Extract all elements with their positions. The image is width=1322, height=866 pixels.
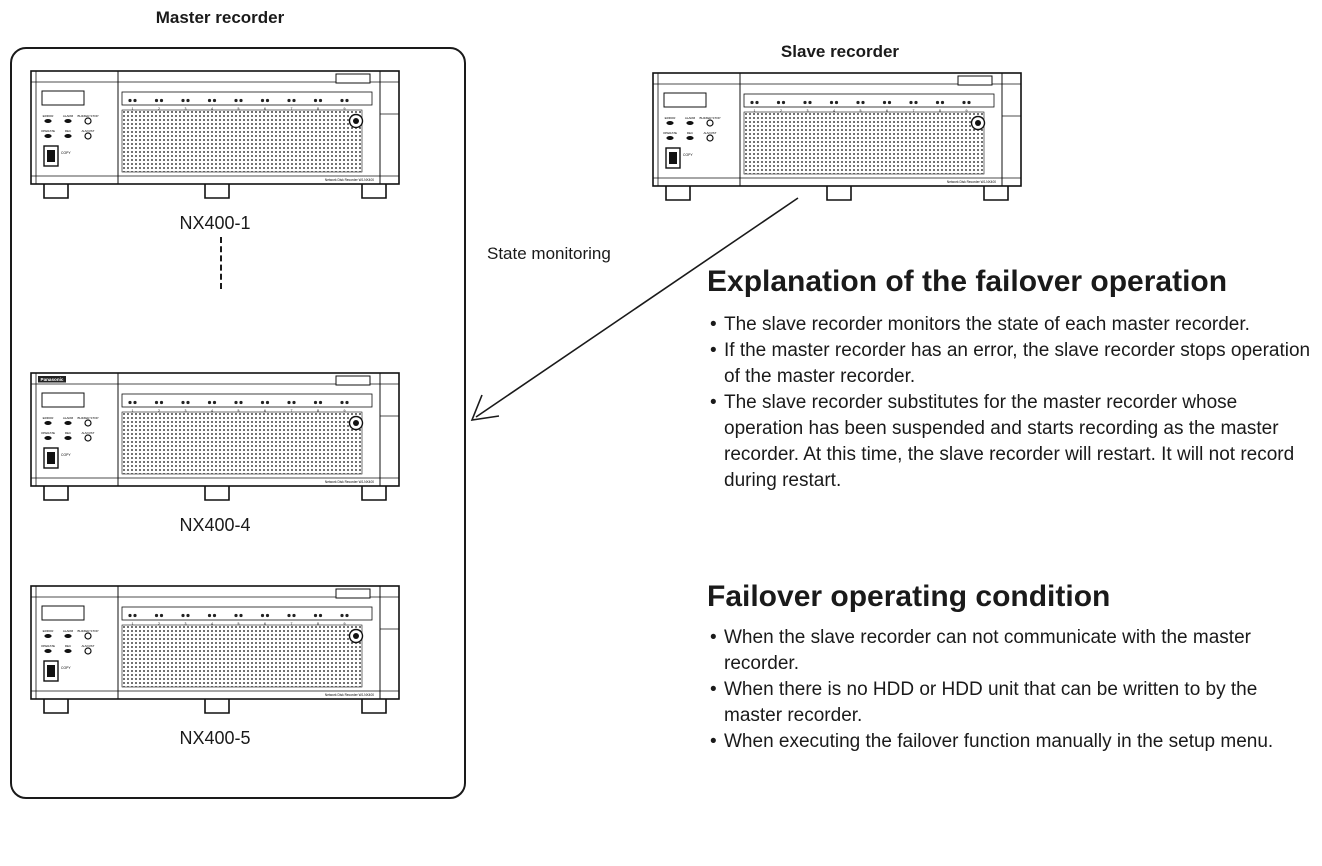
svg-text:4: 4 xyxy=(833,109,835,113)
svg-text:4: 4 xyxy=(211,107,213,111)
svg-text:ALARM: ALARM xyxy=(685,116,696,120)
recorder-nx400-5: 1 2 3 4 5 6 7 8 9 ERROR ALARM BUZZER STOP OPERATE RE… xyxy=(30,585,400,715)
svg-text:6: 6 xyxy=(264,409,266,413)
svg-text:4: 4 xyxy=(211,622,213,626)
svg-text:8: 8 xyxy=(317,107,319,111)
svg-text:BUZZER STOP: BUZZER STOP xyxy=(78,416,99,420)
explanation-bullet-1: The slave recorder monitors the state of… xyxy=(707,312,1319,338)
ellipsis-dashed-line xyxy=(220,237,222,289)
svg-text:ALARM: ALARM xyxy=(63,114,74,118)
svg-text:ALM RST: ALM RST xyxy=(81,644,94,648)
svg-text:8: 8 xyxy=(317,622,319,626)
svg-text:3: 3 xyxy=(185,107,187,111)
explanation-list: The slave recorder monitors the state of… xyxy=(707,312,1319,494)
svg-text:ALARM: ALARM xyxy=(63,629,74,633)
svg-text:3: 3 xyxy=(185,409,187,413)
svg-text:ERROR: ERROR xyxy=(43,629,55,633)
recorder-name-nx400-4: NX400-4 xyxy=(179,515,251,535)
svg-text:7: 7 xyxy=(291,622,293,626)
svg-text:9: 9 xyxy=(344,622,346,626)
svg-text:Network Disk Recorder WJ-NX400: Network Disk Recorder WJ-NX400 xyxy=(325,693,374,697)
svg-text:2: 2 xyxy=(158,107,160,111)
svg-text:6: 6 xyxy=(264,107,266,111)
svg-text:7: 7 xyxy=(913,109,915,113)
explanation-bullet-2: If the master recorder has an error, the… xyxy=(707,338,1319,390)
svg-text:6: 6 xyxy=(886,109,888,113)
recorder-name-nx400-1: NX400-1 xyxy=(179,213,251,233)
svg-text:4: 4 xyxy=(211,409,213,413)
svg-text:7: 7 xyxy=(291,409,293,413)
condition-heading: Failover operating condition xyxy=(707,580,1111,613)
svg-text:OPERATE: OPERATE xyxy=(41,129,55,133)
svg-text:REC: REC xyxy=(687,131,694,135)
svg-text:BUZZER STOP: BUZZER STOP xyxy=(700,116,721,120)
svg-text:OPERATE: OPERATE xyxy=(663,131,677,135)
svg-text:2: 2 xyxy=(780,109,782,113)
svg-text:Panasonic: Panasonic xyxy=(41,377,64,382)
condition-bullet-3: When executing the failover function man… xyxy=(707,729,1319,755)
svg-text:OPERATE: OPERATE xyxy=(41,431,55,435)
svg-text:3: 3 xyxy=(185,622,187,626)
svg-text:Network Disk Recorder WJ-NX400: Network Disk Recorder WJ-NX400 xyxy=(947,180,996,184)
svg-text:9: 9 xyxy=(344,409,346,413)
svg-text:COPY: COPY xyxy=(61,151,71,155)
svg-text:Network Disk Recorder WJ-NX400: Network Disk Recorder WJ-NX400 xyxy=(325,178,374,182)
master-recorder-group xyxy=(10,47,466,799)
svg-text:8: 8 xyxy=(939,109,941,113)
svg-text:BUZZER STOP: BUZZER STOP xyxy=(78,629,99,633)
slave-recorder-label: Slave recorder xyxy=(780,42,900,61)
svg-text:COPY: COPY xyxy=(683,153,693,157)
svg-text:2: 2 xyxy=(158,622,160,626)
svg-text:ALARM: ALARM xyxy=(63,416,74,420)
svg-text:ALM RST: ALM RST xyxy=(81,129,94,133)
svg-text:5: 5 xyxy=(238,622,240,626)
svg-text:5: 5 xyxy=(238,107,240,111)
master-recorder-label: Master recorder xyxy=(155,8,285,27)
state-monitoring-arrow xyxy=(470,197,799,421)
svg-text:ALM RST: ALM RST xyxy=(703,131,716,135)
svg-text:7: 7 xyxy=(291,107,293,111)
svg-text:REC: REC xyxy=(65,129,72,133)
svg-text:5: 5 xyxy=(860,109,862,113)
svg-text:8: 8 xyxy=(317,409,319,413)
svg-text:1: 1 xyxy=(132,107,134,111)
condition-list: When the slave recorder can not communic… xyxy=(707,625,1319,755)
svg-text:1: 1 xyxy=(132,622,134,626)
svg-text:Network Disk Recorder WJ-NX400: Network Disk Recorder WJ-NX400 xyxy=(325,480,374,484)
svg-text:OPERATE: OPERATE xyxy=(41,644,55,648)
svg-text:BUZZER STOP: BUZZER STOP xyxy=(78,114,99,118)
svg-text:9: 9 xyxy=(966,109,968,113)
svg-text:9: 9 xyxy=(344,107,346,111)
svg-text:ERROR: ERROR xyxy=(665,116,677,120)
recorder-name-nx400-5: NX400-5 xyxy=(179,728,251,748)
svg-text:6: 6 xyxy=(264,622,266,626)
condition-bullet-1: When the slave recorder can not communic… xyxy=(707,625,1319,677)
state-monitoring-label: State monitoring xyxy=(487,244,611,263)
svg-text:2: 2 xyxy=(158,409,160,413)
svg-text:ERROR: ERROR xyxy=(43,416,55,420)
svg-text:COPY: COPY xyxy=(61,453,71,457)
svg-text:1: 1 xyxy=(132,409,134,413)
svg-text:ERROR: ERROR xyxy=(43,114,55,118)
svg-text:COPY: COPY xyxy=(61,666,71,670)
svg-text:1: 1 xyxy=(754,109,756,113)
condition-bullet-2: When there is no HDD or HDD unit that ca… xyxy=(707,677,1319,729)
svg-text:5: 5 xyxy=(238,409,240,413)
recorder-nx400-4: Panasonic 1 2 3 4 5 6 7 8 9 ERROR ALARM BUZZER STO… xyxy=(30,372,400,502)
svg-text:REC: REC xyxy=(65,431,72,435)
svg-text:ALM RST: ALM RST xyxy=(81,431,94,435)
slave-recorder-device: 1 2 3 4 5 6 7 8 9 ERROR ALARM BUZZER STOP OPERATE RE… xyxy=(652,72,1022,202)
explanation-bullet-3: The slave recorder substitutes for the m… xyxy=(707,390,1319,494)
svg-text:3: 3 xyxy=(807,109,809,113)
recorder-nx400-1: 1 2 3 4 5 6 7 8 9 ERROR ALARM BUZZER STOP OPERATE RE… xyxy=(30,70,400,200)
explanation-heading: Explanation of the failover operation xyxy=(707,265,1228,298)
svg-text:REC: REC xyxy=(65,644,72,648)
